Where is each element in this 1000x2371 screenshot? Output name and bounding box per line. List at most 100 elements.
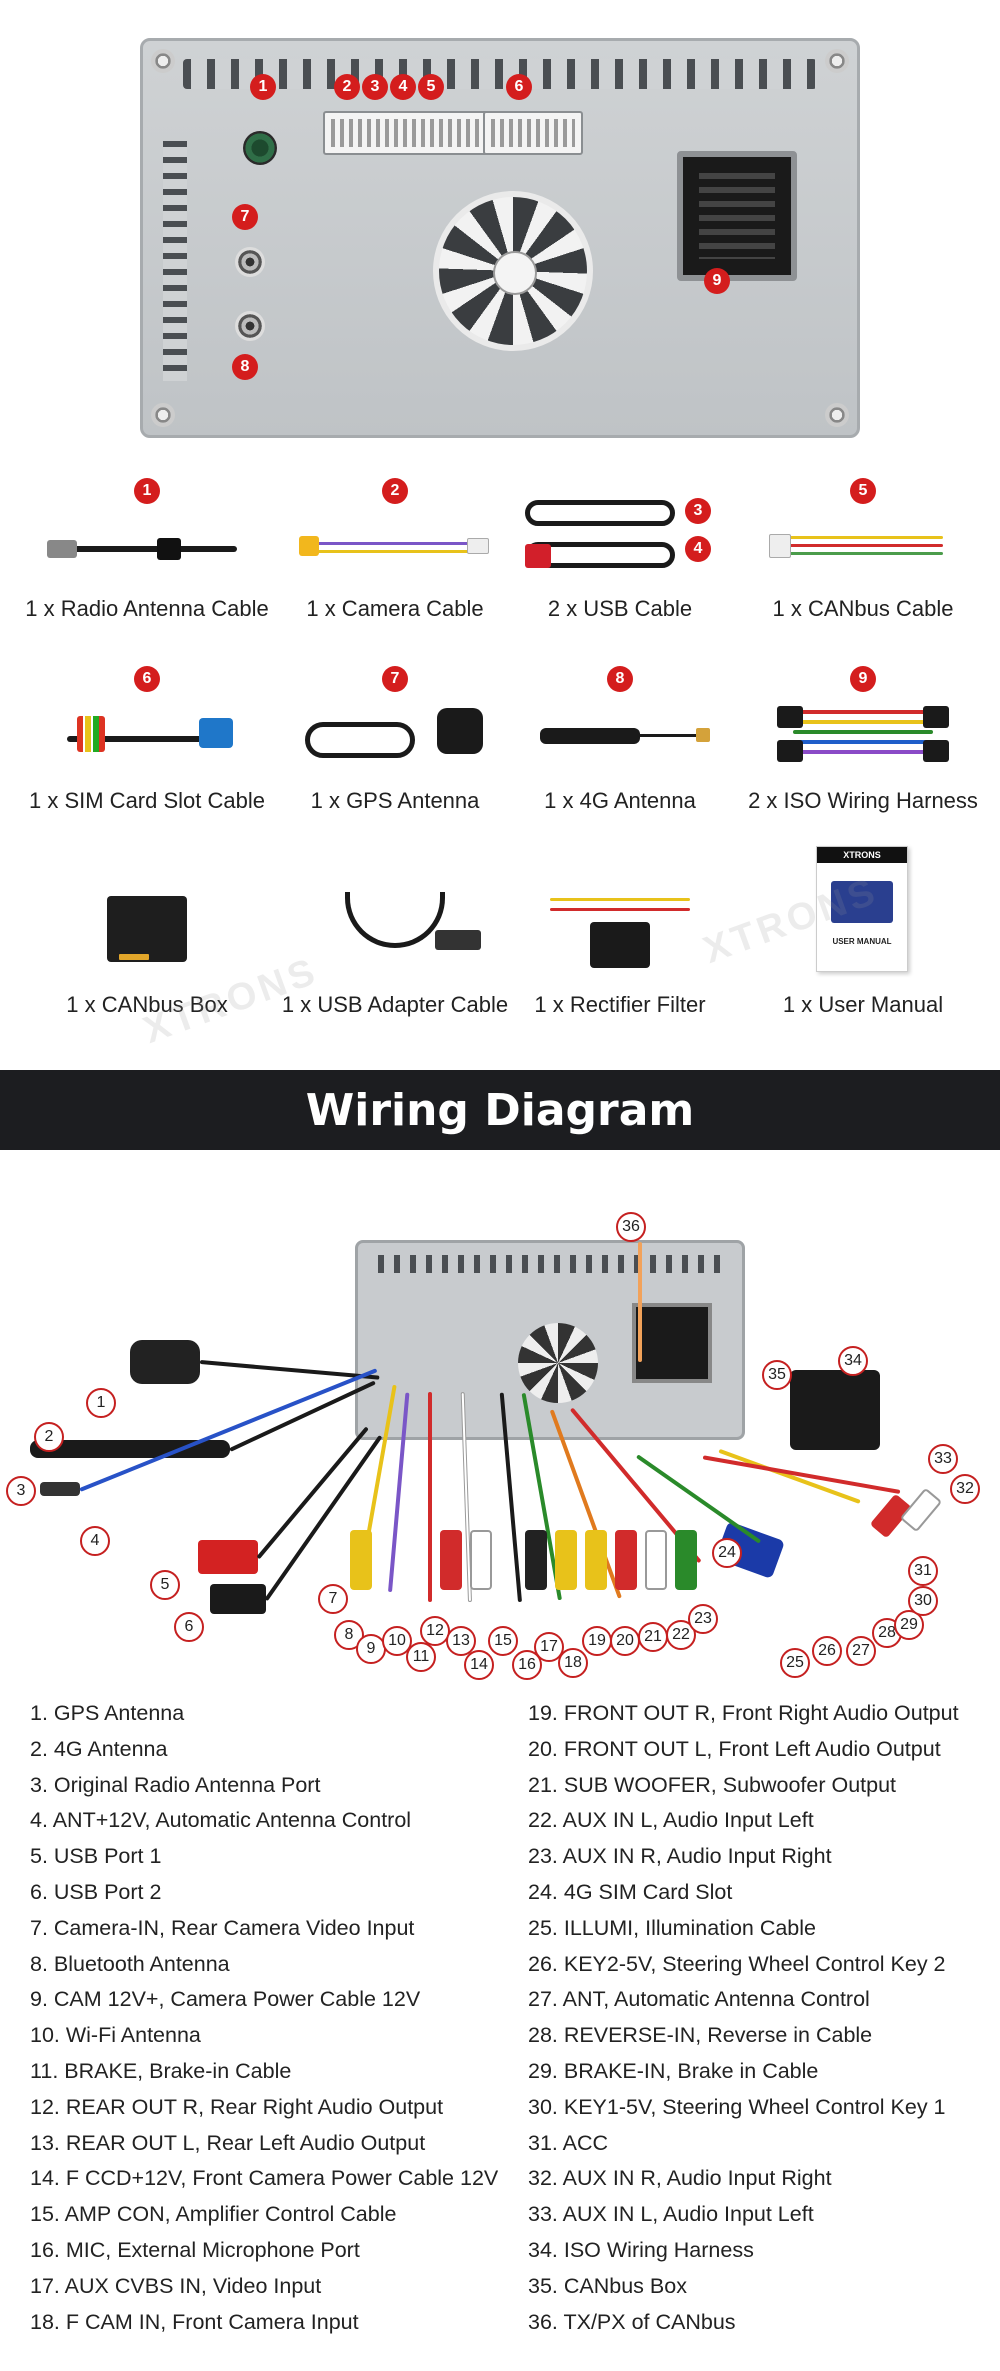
rectifier-filter-image xyxy=(520,892,720,972)
diagram-radio-plug xyxy=(40,1482,80,1496)
legend-left: 1. GPS Antenna 2. 4G Antenna 3. Original… xyxy=(30,1696,498,2340)
accessory-badge: 3 xyxy=(685,498,711,524)
callout-badge: 3 xyxy=(362,74,388,100)
manual-brand: XTRONS xyxy=(817,847,907,863)
callout-badge: 6 xyxy=(506,74,532,100)
legend-item: 14. F CCD+12V, Front Camera Power Cable … xyxy=(30,2166,499,2191)
legend-item: 16. MIC, External Microphone Port xyxy=(30,2237,360,2262)
diagram-4g-antenna xyxy=(30,1440,230,1458)
diagram-canbus-box xyxy=(790,1370,880,1450)
diagram-callout: 27 xyxy=(846,1636,876,1666)
legend-item: 31. ACC xyxy=(528,2130,609,2155)
diagram-callout: 5 xyxy=(150,1570,180,1600)
canbus-cable-image xyxy=(763,508,963,588)
diagram-callout: 32 xyxy=(950,1474,980,1504)
accessory-label: 1 x USB Adapter Cable xyxy=(281,992,509,1017)
legend-item: 22. AUX IN L, Audio Input Left xyxy=(528,1808,814,1833)
accessory-label: 2 x ISO Wiring Harness xyxy=(748,788,978,813)
accessory-label: 1 x User Manual xyxy=(782,992,944,1017)
accessory-badge: 6 xyxy=(134,666,160,692)
legend-item: 1. GPS Antenna xyxy=(30,1701,185,1725)
top-vents xyxy=(183,59,817,89)
manual-title: USER MANUAL xyxy=(832,937,892,946)
camera-cable-image xyxy=(295,508,495,588)
legend-item: 33. AUX IN L, Audio Input Left xyxy=(528,2202,814,2227)
diagram-callout: 35 xyxy=(762,1360,792,1390)
diagram-callout: 21 xyxy=(638,1622,668,1652)
accessory-iso-wiring-harness: 9 2 x ISO Wiring Harness xyxy=(738,666,988,866)
accessory-label: 1 x Rectifier Filter xyxy=(534,992,706,1017)
accessory-rectifier-filter: 1 x Rectifier Filter xyxy=(495,862,745,1062)
banner-title: Wiring Diagram xyxy=(305,1084,695,1136)
diagram-callout: 26 xyxy=(812,1636,842,1666)
legend-item: 25. ILLUMI, Illumination Cable xyxy=(528,1915,817,1940)
diagram-callout: 36 xyxy=(616,1212,646,1242)
legend-item: 29. BRAKE-IN, Brake in Cable xyxy=(528,2058,819,2083)
connector-block-b xyxy=(483,111,583,155)
diagram-callout: 25 xyxy=(780,1648,810,1678)
diagram-head-unit xyxy=(355,1240,745,1440)
accessory-badge: 4 xyxy=(685,536,711,562)
legend-item: 7. Camera-IN, Rear Camera Video Input xyxy=(30,1915,415,1940)
gps-antenna-image xyxy=(295,696,495,776)
accessory-label: 2 x USB Cable xyxy=(547,596,693,621)
legend-item: 2. 4G Antenna xyxy=(30,1736,168,1761)
legend-item: 17. AUX CVBS IN, Video Input xyxy=(30,2273,322,2298)
screw xyxy=(151,49,175,73)
accessory-label: 1 x Camera Cable xyxy=(306,596,484,621)
accessory-sim-card-slot-cable: 6 1 x SIM Card Slot Cable xyxy=(22,666,272,866)
diagram-callout: 29 xyxy=(894,1610,924,1640)
diagram-callout: 19 xyxy=(582,1626,612,1656)
iso-wiring-harness-image xyxy=(763,696,963,776)
diagram-callout: 23 xyxy=(688,1604,718,1634)
4g-port xyxy=(235,311,265,341)
accessory-user-manual: XTRONS USER MANUAL 1 x User Manual xyxy=(738,846,988,1046)
accessory-badge: 8 xyxy=(607,666,633,692)
panel-body xyxy=(140,38,860,438)
callout-badge: 8 xyxy=(232,354,258,380)
canbus-box-image xyxy=(47,892,247,972)
accessory-label: 1 x CANbus Box xyxy=(66,992,228,1017)
screw xyxy=(825,49,849,73)
legend-item: 12. REAR OUT R, Rear Right Audio Output xyxy=(30,2094,444,2119)
diagram-callout: 2 xyxy=(34,1422,64,1452)
accessory-canbus-cable: 5 1 x CANbus Cable xyxy=(738,478,988,678)
legend-item: 35. CANbus Box xyxy=(528,2273,687,2298)
diagram-callout: 20 xyxy=(610,1626,640,1656)
iso-connector xyxy=(677,151,797,281)
accessory-label: 1 x CANbus Cable xyxy=(772,596,954,621)
legend-item: 10. Wi-Fi Antenna xyxy=(30,2023,201,2048)
legend-item: 24. 4G SIM Card Slot xyxy=(528,1879,733,1904)
diagram-callout: 4 xyxy=(80,1526,110,1556)
legend-item: 32. AUX IN R, Audio Input Right xyxy=(528,2166,832,2191)
diagram-callout: 34 xyxy=(838,1346,868,1376)
accessory-badge: 2 xyxy=(382,478,408,504)
legend-item: 4. ANT+12V, Automatic Antenna Control xyxy=(30,1808,412,1833)
accessory-gps-antenna: 7 1 x GPS Antenna xyxy=(270,666,520,866)
screw xyxy=(151,403,175,427)
accessory-badge: 9 xyxy=(850,666,876,692)
4g-antenna-image xyxy=(520,696,720,776)
accessory-usb-cable: 3 4 2 x USB Cable xyxy=(495,478,745,678)
legend-right: 19. FRONT OUT R, Front Right Audio Outpu… xyxy=(528,1696,959,2340)
diagram-callout: 30 xyxy=(908,1586,938,1616)
section-banner: Wiring Diagram xyxy=(0,1070,1000,1150)
legend-item: 30. KEY1-5V, Steering Wheel Control Key … xyxy=(528,2094,946,2119)
accessory-4g-antenna: 8 1 x 4G Antenna xyxy=(495,666,745,866)
diagram-callout: 33 xyxy=(928,1444,958,1474)
usb-cable-image xyxy=(525,494,675,584)
diagram-callout: 11 xyxy=(406,1642,436,1672)
accessory-badge: 1 xyxy=(134,478,160,504)
legend-item: 5. USB Port 1 xyxy=(30,1844,162,1869)
diagram-callout: 3 xyxy=(6,1476,36,1506)
diagram-usb-1 xyxy=(198,1540,258,1574)
legend-item: 36. TX/PX of CANbus xyxy=(528,2309,736,2334)
accessory-canbus-box: 1 x CANbus Box xyxy=(22,862,272,1062)
cooling-fan xyxy=(433,191,593,351)
callout-badge: 7 xyxy=(232,204,258,230)
head-unit-back-panel: 1 2 3 4 5 6 7 8 9 xyxy=(140,38,860,438)
legend-item: 9. CAM 12V+, Camera Power Cable 12V xyxy=(30,1987,421,2012)
legend-item: 19. FRONT OUT R, Front Right Audio Outpu… xyxy=(528,1701,959,1725)
legend-item: 34. ISO Wiring Harness xyxy=(528,2237,754,2262)
legend-item: 23. AUX IN R, Audio Input Right xyxy=(528,1844,832,1869)
